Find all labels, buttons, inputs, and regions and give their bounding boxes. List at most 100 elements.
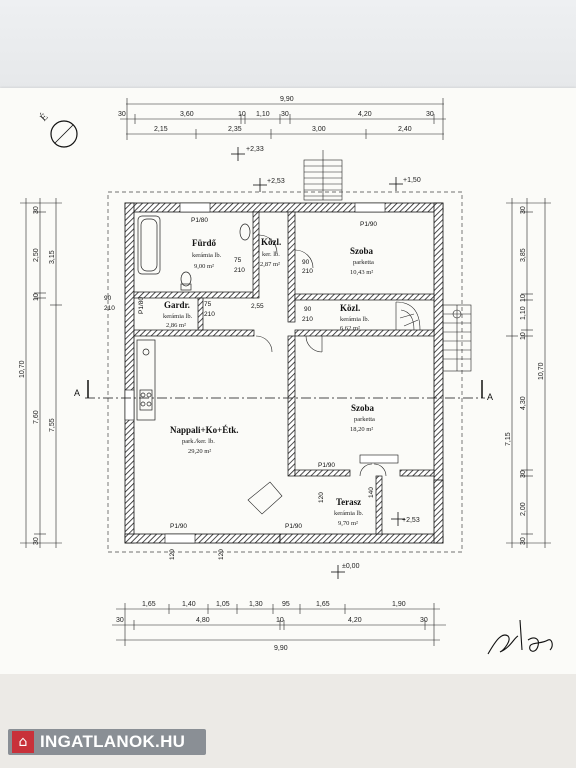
side-stairs — [442, 304, 472, 372]
dim-right-8: 2,00 — [520, 502, 527, 516]
room-gardr-floor: kerámia lb. — [163, 313, 193, 320]
dim-bottom-r2-2: 10 — [276, 617, 284, 624]
door-label-75b: 75 — [204, 301, 212, 308]
entrance-stairs — [303, 150, 343, 201]
top-dimensions — [120, 98, 446, 140]
dim-bottom-r2-3: 4,20 — [348, 617, 362, 624]
room-kozl2-name: Közl. — [340, 303, 360, 313]
dim-right-9: 7,15 — [505, 432, 512, 446]
room-kozl1-area: 2,87 m² — [260, 261, 280, 268]
dim-left-7: 7,55 — [49, 418, 56, 432]
toilet-icon — [180, 271, 192, 291]
terrace-outline — [107, 191, 463, 553]
room-szoba1-area: 10,43 m² — [350, 269, 373, 276]
dim-right-4: 1,10 — [520, 306, 527, 320]
door-label-140: 140 — [368, 487, 375, 498]
dim-left-4: 7,60 — [33, 410, 40, 424]
dim-left-3: 10 — [33, 293, 40, 301]
level-1: +2,33 — [246, 146, 264, 153]
door-label-210c: 210 — [302, 268, 313, 275]
door-label-90a: 90 — [302, 259, 310, 266]
interior-stairs — [395, 301, 421, 331]
room-nappali-name: Nappali+Ko+Étk. — [170, 425, 239, 435]
dim-top-r2-0: 30 — [118, 111, 126, 118]
dim-top-r2-6: 30 — [426, 111, 434, 118]
room-terasz-name: Terasz — [336, 497, 361, 507]
room-furdo-area: 9,00 m² — [194, 263, 214, 270]
dim-right-3: 10 — [520, 294, 527, 302]
room-gardr-name: Gardr. — [164, 300, 190, 310]
room-szoba2-area: 18,20 m² — [350, 426, 373, 433]
dim-left-5: 30 — [33, 537, 40, 545]
svg-text:É: É — [38, 111, 51, 124]
level-2: +2,53 — [267, 178, 285, 185]
dim-right-10: 30 — [520, 537, 527, 545]
north-arrow-icon: É — [38, 111, 78, 148]
dim-top-r3-3: 2,40 — [398, 126, 412, 133]
room-szoba2-floor: parketta — [354, 416, 375, 423]
dim-right-1: 30 — [520, 206, 527, 214]
door-label-p180: P1/80 — [191, 217, 208, 224]
dim-top-r2-5: 4,20 — [358, 111, 372, 118]
door-label-p90a: P1/90 — [360, 221, 377, 228]
level-5: ±0,00 — [342, 563, 360, 570]
dim-left-total: 10,70 — [19, 360, 26, 378]
house-logo-icon: ⌂ — [12, 731, 34, 753]
dim-left-1: 30 — [33, 206, 40, 214]
door-label-75a: 75 — [234, 257, 242, 264]
dim-bottom-r1-2: 1,05 — [216, 601, 230, 608]
section-line — [85, 380, 485, 399]
signature-icon — [487, 619, 553, 655]
door-label-p90e: P1/80 — [138, 297, 145, 314]
room-szoba1-name: Szoba — [350, 246, 374, 256]
door-label-p90b: P1/90 — [318, 462, 335, 469]
section-label-left: A — [74, 388, 80, 398]
door-label-210a: 210 — [234, 267, 245, 274]
dim-bottom-r1-5: 1,65 — [316, 601, 330, 608]
dim-bottom-r2-1: 4,80 — [196, 617, 210, 624]
windows — [124, 202, 399, 544]
door-label-255: 2,55 — [251, 303, 264, 310]
watermark-badge: ⌂ INGATLANOK.HU — [8, 729, 206, 755]
dim-bottom-r1-4: 95 — [282, 601, 290, 608]
room-terasz-floor: kerámia lb. — [334, 510, 364, 517]
dim-right-7: 30 — [520, 470, 527, 478]
watermark-text: INGATLANOK.HU — [40, 732, 186, 751]
room-kozl1-floor: ker. lb. — [262, 251, 280, 258]
door-label-120a: 120 — [169, 549, 176, 560]
dim-right-2: 3,85 — [520, 248, 527, 262]
dim-top-r2-2: 10 — [238, 111, 246, 118]
room-furdo-floor: kerámia lb. — [192, 252, 222, 259]
bathtub-icon — [137, 215, 161, 275]
level-4: +2,53 — [402, 517, 420, 524]
exterior-walls — [124, 202, 444, 544]
dim-bottom-r1-1: 1,40 — [182, 601, 196, 608]
dim-left-2: 2,50 — [33, 248, 40, 262]
dim-bottom-r2-4: 30 — [420, 617, 428, 624]
dim-right-6: 4,30 — [520, 396, 527, 410]
dim-bottom-total: 9,90 — [274, 645, 288, 652]
dim-top-r2-1: 3,60 — [180, 111, 194, 118]
dim-right-total: 10,70 — [538, 362, 545, 380]
room-terasz-area: 9,70 m² — [338, 520, 358, 527]
background-wall — [0, 0, 576, 90]
interior-walls — [133, 211, 435, 535]
dim-top-r2-3: 1,10 — [256, 111, 270, 118]
door-label-90b: 90 — [304, 306, 312, 313]
door-label-210e: 210 — [104, 305, 115, 312]
room-kozl2-floor: kerámia lb. — [340, 316, 370, 323]
dim-bottom-r1-3: 1,30 — [249, 601, 263, 608]
door-label-p90c: P1/90 — [170, 523, 187, 530]
dim-right-5: 10 — [520, 332, 527, 340]
dim-top-r3-0: 2,15 — [154, 126, 168, 133]
door-label-120c: 120 — [218, 549, 225, 560]
door-label-90c: 90 — [104, 295, 112, 302]
door-label-210d: 210 — [302, 316, 313, 323]
bottom-dimensions — [112, 603, 446, 646]
dim-top-r2-4: 30 — [281, 111, 289, 118]
room-kozl2-area: 6,62 m² — [340, 325, 360, 332]
door-swings — [247, 234, 387, 515]
dim-bottom-r2-0: 30 — [116, 617, 124, 624]
